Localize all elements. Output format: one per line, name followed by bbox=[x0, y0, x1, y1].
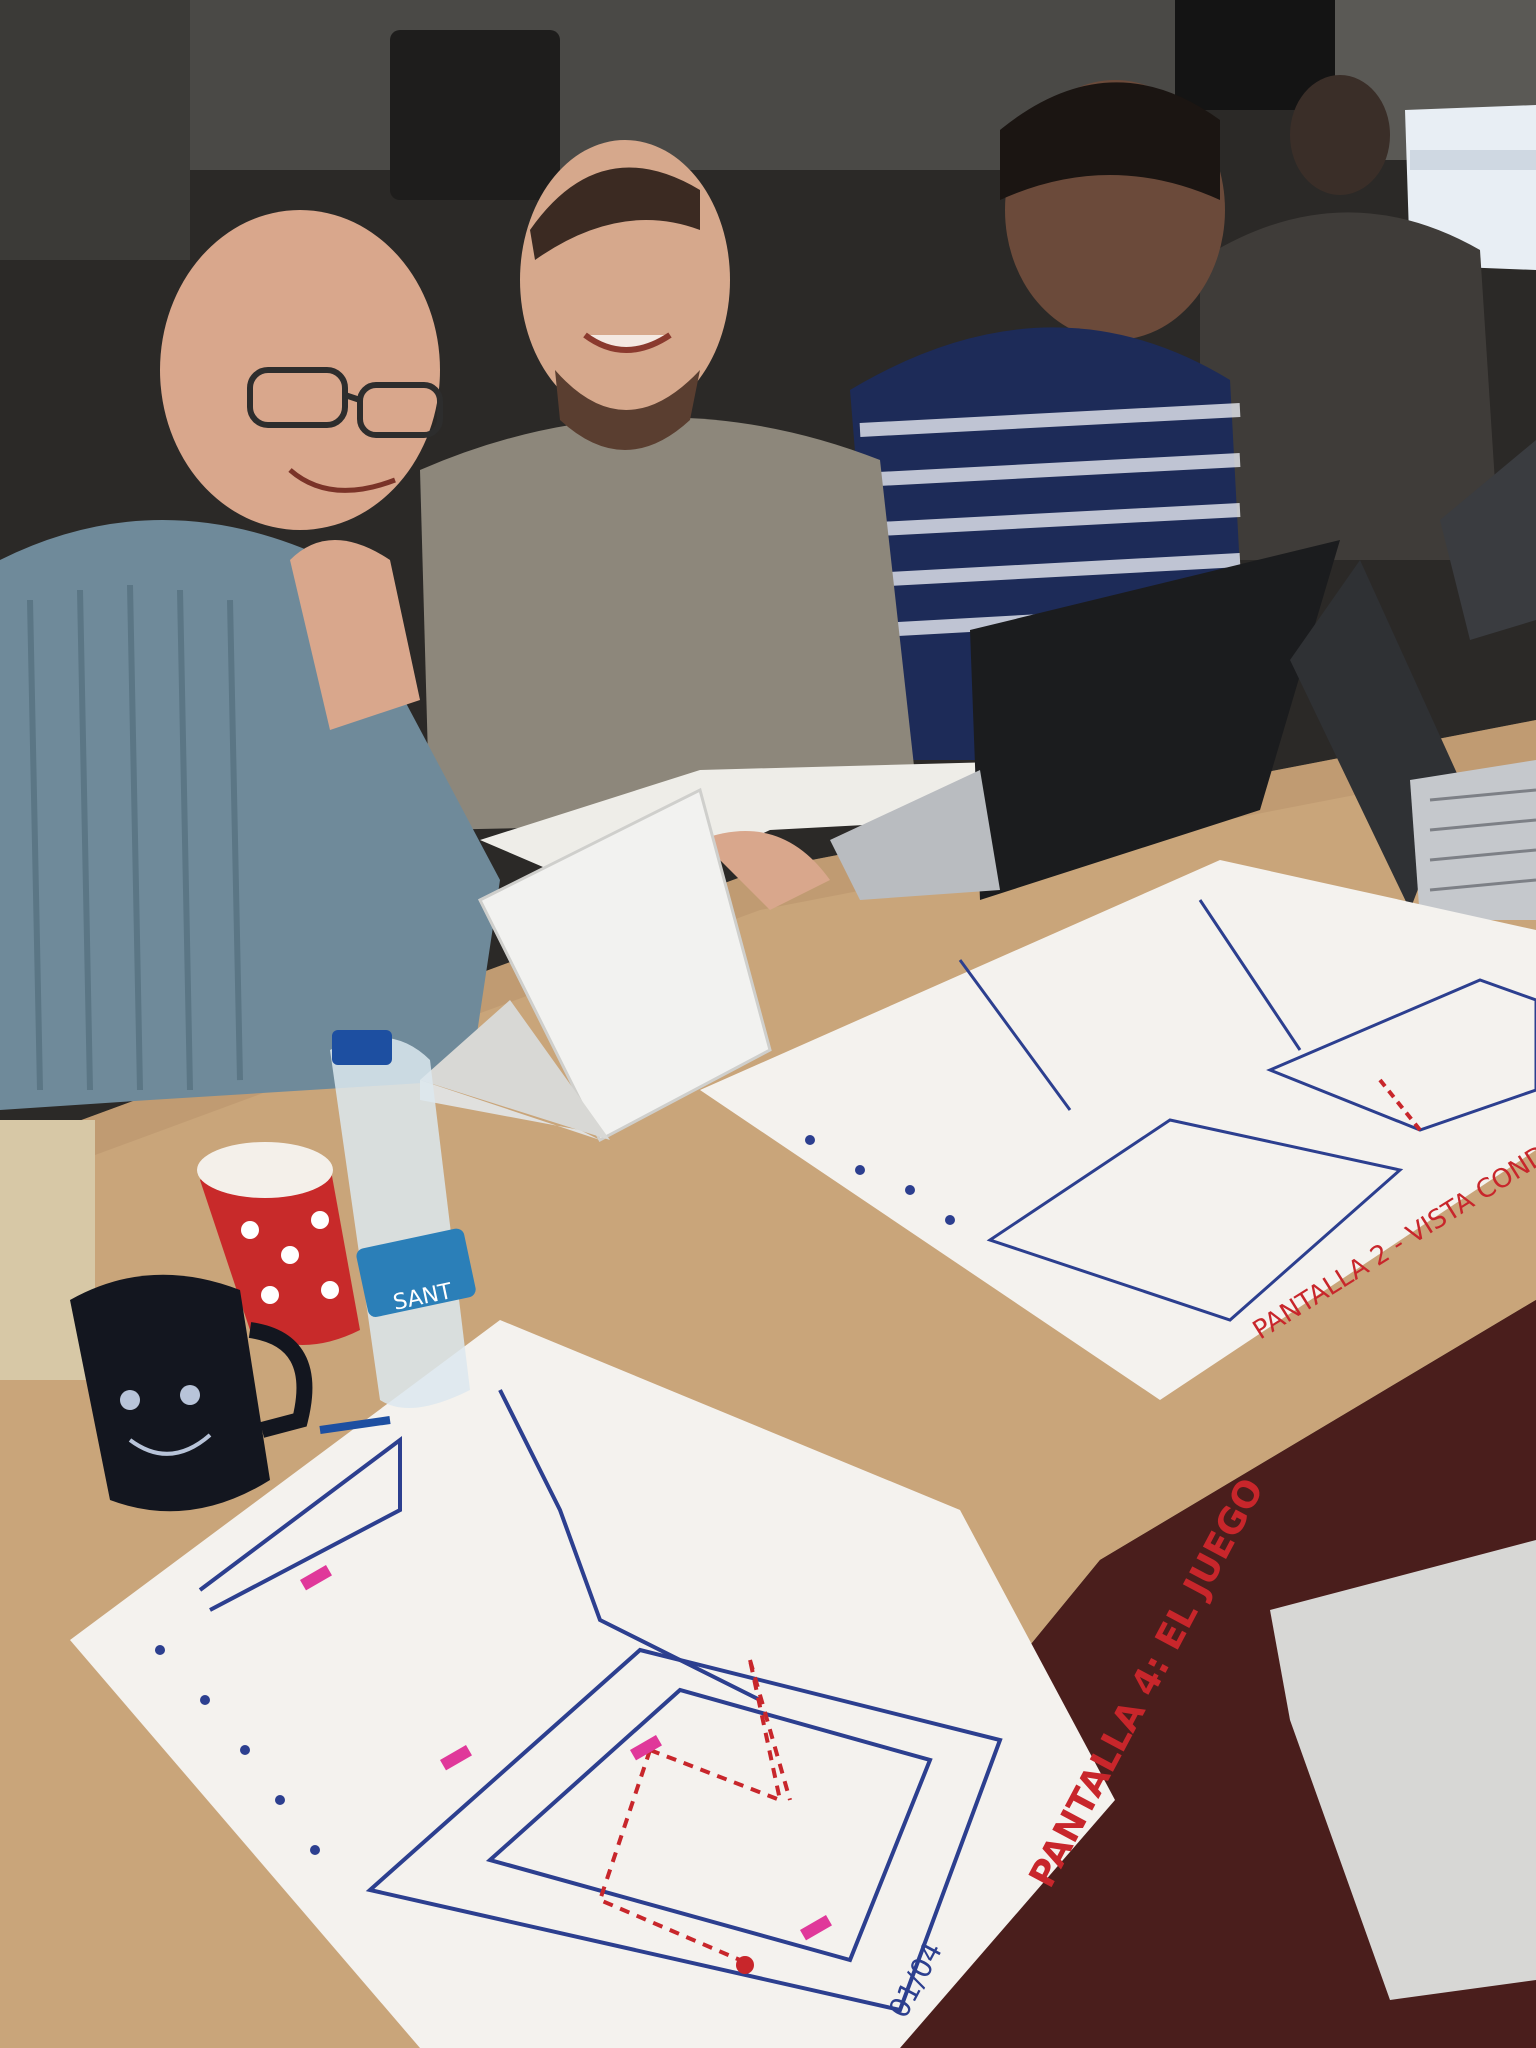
sheet-front-sketch bbox=[198, 1389, 1003, 2013]
sheet-front-ball bbox=[736, 1956, 754, 1974]
macbook-keys bbox=[1429, 788, 1536, 892]
mug-smiley bbox=[120, 1385, 212, 1456]
white-netbook-lid bbox=[477, 787, 772, 1143]
black-mug bbox=[70, 1274, 270, 1512]
glasses bbox=[247, 367, 443, 438]
person-center-smile bbox=[583, 332, 672, 353]
pen bbox=[319, 1416, 391, 1434]
person-left-hand bbox=[290, 540, 420, 730]
far-laptop bbox=[1440, 440, 1536, 640]
water-bottle-cap bbox=[332, 1030, 392, 1065]
background-laptop-screen bbox=[1405, 105, 1536, 270]
sheet-back-red-path bbox=[1378, 1078, 1422, 1132]
cup-dots bbox=[241, 1211, 339, 1304]
sheet-front-red-paths bbox=[597, 1659, 792, 1962]
sheet-back-sketch bbox=[958, 899, 1536, 1322]
person-center-hair bbox=[530, 167, 700, 260]
person-center-beard bbox=[555, 370, 700, 450]
black-mug-handle bbox=[248, 1322, 313, 1438]
sweater-ribs bbox=[27, 584, 243, 1091]
person-left-smile bbox=[288, 468, 396, 493]
back-wall-left bbox=[0, 0, 190, 260]
paper-sheet-back bbox=[700, 860, 1536, 1400]
water-bottle bbox=[330, 1037, 470, 1408]
paper-sheet-front bbox=[70, 1320, 1115, 2048]
polka-dot-cup-rim bbox=[197, 1142, 333, 1198]
person-right-hair bbox=[1000, 82, 1220, 200]
sheet-front-pink-markers bbox=[300, 1565, 832, 1941]
sheet-front-dots bbox=[155, 1645, 320, 1855]
person-center-hand bbox=[700, 831, 830, 910]
background-person-body bbox=[1200, 212, 1500, 560]
monitor-dark bbox=[390, 30, 560, 200]
white-netbook-base bbox=[420, 1080, 600, 1140]
sheet-back-dots bbox=[805, 1135, 955, 1225]
water-bottle-label bbox=[356, 1228, 476, 1317]
white-netbook-keyboard bbox=[420, 1000, 610, 1140]
person-center-shirt bbox=[420, 417, 920, 830]
background-laptop-ui bbox=[1410, 150, 1536, 170]
macbook-keyboard bbox=[1410, 760, 1536, 920]
black-laptop-screen bbox=[970, 540, 1340, 900]
black-laptop-keyboard bbox=[830, 770, 1000, 900]
chair-seat bbox=[1270, 1540, 1536, 2000]
background-person-head bbox=[1290, 75, 1390, 195]
